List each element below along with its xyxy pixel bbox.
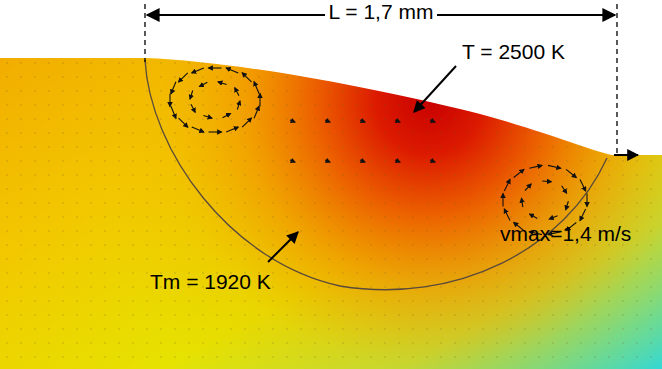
flow-arrow (171, 82, 176, 94)
flow-arrow (218, 82, 227, 85)
flow-arrow (360, 160, 365, 162)
flow-arrow (430, 160, 435, 162)
flow-arrow (237, 101, 240, 110)
flow-arrow (360, 120, 365, 122)
leader-arrow (268, 232, 298, 262)
flow-arrow (521, 198, 522, 207)
flow-arrow (580, 179, 586, 191)
flow-arrow (192, 127, 204, 132)
flow-arrow (395, 120, 400, 122)
flow-arrows (170, 68, 587, 235)
flow-arrow (290, 160, 295, 162)
flow-arrow (242, 73, 251, 82)
flow-arrow (580, 209, 586, 221)
flow-arrow (179, 73, 188, 82)
flow-arrow (254, 82, 259, 94)
air-region (0, 0, 662, 155)
flow-arrow (254, 106, 259, 118)
dimension-label: L = 1,7 mm (325, 0, 438, 23)
flow-arrow (190, 91, 193, 100)
flow-arrow (209, 67, 222, 68)
flow-arrow (530, 214, 538, 218)
flow-arrow (199, 82, 207, 86)
flow-arrow (430, 120, 435, 122)
flow-arrow (586, 194, 587, 207)
flow-arrow (514, 169, 524, 177)
dimension-extension (144, 4, 145, 62)
flow-arrow (566, 201, 569, 210)
flow-arrow (504, 209, 510, 221)
melt-pool-boundary (145, 60, 607, 290)
flow-arrow (325, 120, 330, 122)
flow-arrow (395, 160, 400, 162)
flow-arrow (223, 113, 231, 117)
flow-arrow (226, 68, 238, 73)
flow-arrow (504, 179, 510, 191)
flow-arrow (169, 94, 170, 107)
flow-arrow (529, 165, 542, 168)
flow-arrow (203, 115, 212, 118)
flow-arrow (542, 180, 551, 182)
max-velocity-label: vmax=1,4 m/s (500, 222, 631, 245)
flow-arrow (192, 68, 204, 73)
flow-arrow (179, 118, 188, 127)
peak-temperature-label: T = 2500 K (462, 40, 565, 63)
flow-arrow (290, 120, 295, 122)
flow-arrow (191, 104, 195, 112)
flow-arrow (566, 169, 576, 177)
velocity-arrow (614, 154, 638, 156)
flow-arrow (242, 118, 251, 127)
flow-arrow (171, 106, 176, 118)
flow-arrow (549, 216, 557, 219)
flow-arrow (502, 194, 503, 207)
flow-arrow (325, 160, 330, 162)
flow-arrow (235, 88, 239, 96)
flow-arrow (562, 186, 567, 193)
flow-arrow (259, 94, 260, 107)
dimension-extension (616, 4, 617, 155)
flow-arrow (226, 127, 238, 132)
flow-arrow (525, 184, 531, 191)
melting-temperature-label: Tm = 1920 K (150, 270, 271, 293)
leader-arrow (414, 66, 456, 112)
flow-arrow (548, 165, 561, 168)
flow-arrow (209, 131, 222, 132)
